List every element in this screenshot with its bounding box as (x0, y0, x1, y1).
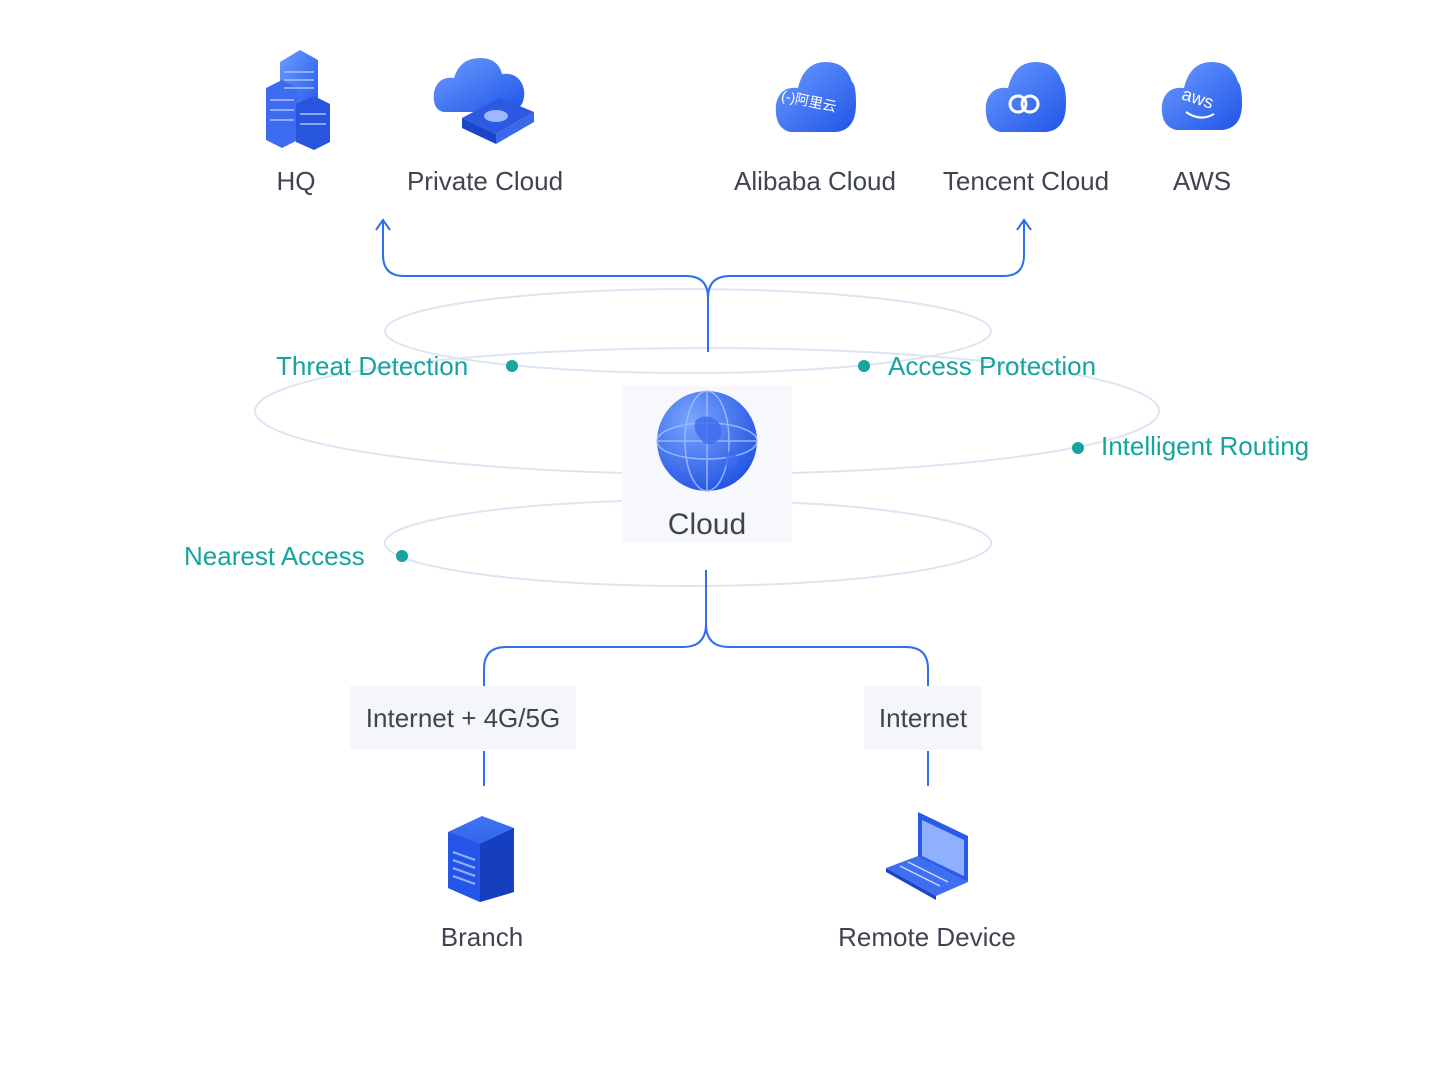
feature-dot-access-protection (858, 360, 870, 372)
downstream-connector (483, 570, 929, 786)
aws-cloud-icon: aws (1161, 62, 1242, 130)
arrowhead-private-cloud (375, 218, 391, 231)
destination-label-tencent-cloud: Tencent Cloud (942, 166, 1110, 196)
link-label-remote: Internet (864, 686, 982, 750)
feature-dot-nearest-access (396, 550, 408, 562)
private-cloud-server-icon (433, 58, 534, 144)
feature-intelligent-routing: Intelligent Routing (1101, 431, 1310, 461)
globe-icon (656, 390, 758, 492)
feature-nearest-access: Nearest Access (184, 541, 365, 571)
source-label-branch: Branch (440, 922, 524, 952)
link-label-branch: Internet + 4G/5G (350, 686, 576, 750)
upstream-connector (375, 218, 1032, 352)
source-label-remote-device: Remote Device (838, 922, 1016, 952)
server-icon (448, 816, 514, 902)
feature-dot-intelligent-routing (1072, 442, 1084, 454)
feature-access-protection: Access Protection (888, 351, 1097, 381)
destination-label-aws: AWS (1172, 166, 1232, 196)
laptop-icon (886, 812, 968, 900)
tencent-cloud-icon (985, 62, 1066, 132)
feature-dot-threat-detection (506, 360, 518, 372)
arrowhead-tencent-cloud (1016, 218, 1032, 231)
office-building-icon (266, 50, 330, 150)
destination-label-private-cloud: Private Cloud (406, 166, 564, 196)
feature-threat-detection: Threat Detection (276, 351, 469, 381)
destination-label-hq: HQ (276, 166, 316, 196)
top-orbit-ring (384, 288, 992, 374)
alibaba-cloud-icon: (-)阿里云 (775, 62, 856, 132)
cloud-hub: Cloud (622, 386, 792, 542)
destination-label-alibaba-cloud: Alibaba Cloud (734, 166, 896, 196)
cloud-hub-label: Cloud (667, 508, 747, 541)
